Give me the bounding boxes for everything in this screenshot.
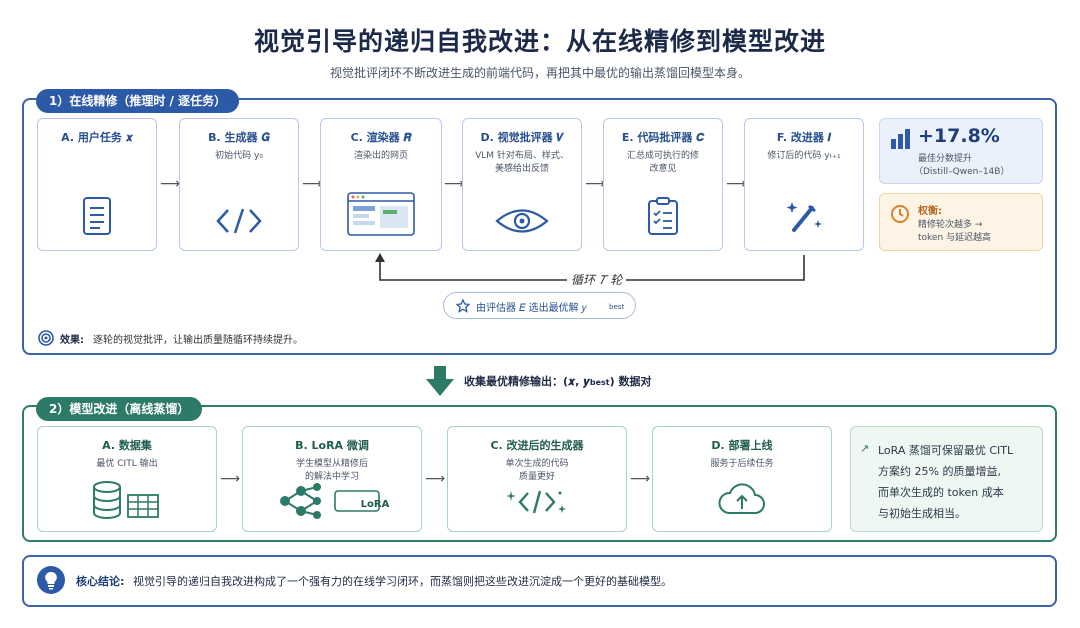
- card-renderer: C. 渲染器 𝑹 渲染出的网页: [320, 118, 442, 251]
- arrow-c-d: ⟶: [444, 176, 465, 192]
- lightbulb-icon: [37, 566, 65, 598]
- card-title: A. 数据集: [102, 439, 152, 452]
- best-sub: best: [609, 303, 625, 311]
- conclusion-section: [22, 555, 1057, 607]
- card-improved-generator: C. 改进后的生成器 单次生成的代码质量更好: [447, 426, 627, 532]
- clipboard-checklist-icon: [604, 196, 722, 236]
- bar-chart-icon: [890, 129, 912, 153]
- cloud-upload-icon: [653, 483, 831, 517]
- effect-text: 逐轮的视觉批评，让输出质量随循环持续提升。: [93, 335, 303, 346]
- target-icon: [38, 330, 54, 350]
- magic-wand-icon: [745, 196, 863, 236]
- note-line: LoRA 蒸馏可保留最优 CITL: [878, 444, 1014, 457]
- note-line: 方案约 25% 的质量增益,: [878, 465, 1001, 478]
- card-sub: 修订后的代码 yₜ₊₁: [767, 151, 841, 161]
- tradeoff-line2: token 与延迟越高: [918, 233, 992, 243]
- collect-text: 收集最优精修输出：(𝒙, 𝒚: [464, 375, 590, 388]
- card-code-critic: E. 代码批评器 𝑪 汇总成可执行的修改意见: [603, 118, 723, 251]
- card-sub: 单次生成的代码质量更好: [505, 459, 569, 482]
- metric-box: +17.8% 最佳分数提升 （Distill–Qwen–14B）: [879, 118, 1043, 184]
- clock-icon: [890, 204, 910, 228]
- card-sub: 汇总成可执行的修改意见: [626, 151, 699, 174]
- card-lora-finetune: B. LoRA 微调 学生模型从精修后的解法中学习 LoRA: [242, 426, 422, 532]
- star-icon: [455, 298, 471, 317]
- model-improvement-section: [22, 405, 1057, 542]
- code-icon: [180, 206, 298, 236]
- section1-label: 1）在线精修（推理时 / 逐任务）: [36, 89, 240, 113]
- arrow-2a-2b: ⟶: [220, 471, 241, 487]
- effect-title: 效果:: [60, 335, 84, 346]
- arrow-b-c: ⟶: [302, 176, 323, 192]
- note-line: 而单次生成的 token 成本: [878, 486, 1004, 499]
- card-sub: 最优 CITL 输出: [96, 459, 158, 469]
- note-line: 与初始生成相当。: [878, 507, 966, 520]
- card-title: F. 改进器 𝑰: [776, 131, 832, 144]
- webpage-icon: [321, 192, 441, 236]
- metric-value: +17.8%: [918, 125, 1000, 147]
- card-user-task: A. 用户任务 𝒙: [37, 118, 157, 251]
- collect-label: 收集最优精修输出：(𝒙, 𝒚best) 数据对: [464, 373, 651, 389]
- card-sub: 渲染出的网页: [353, 151, 408, 161]
- card-sub: 学生模型从精修后的解法中学习: [295, 459, 368, 482]
- card-title: D. 部署上线: [711, 439, 773, 452]
- card-improver: F. 改进器 𝑰 修订后的代码 yₜ₊₁: [744, 118, 864, 251]
- arrow-2b-2c: ⟶: [425, 471, 446, 487]
- card-title: B. 生成器 𝑮: [208, 131, 270, 144]
- metric-model: （Distill–Qwen–14B）: [914, 167, 1010, 177]
- card-sub: 初始代码 y₀: [215, 151, 263, 161]
- card-title: C. 渲染器 𝑹: [350, 131, 412, 144]
- card-title: E. 代码批评器 𝑪: [621, 131, 705, 144]
- note-text: LoRA 蒸馏可保留最优 CITL 方案约 25% 的质量增益, 而单次生成的 …: [878, 440, 1013, 524]
- card-sub: VLM 针对布局、样式、美感给出反馈: [475, 151, 569, 174]
- card-title: A. 用户任务 𝒙: [61, 131, 133, 144]
- card-deploy: D. 部署上线 服务于后续任务: [652, 426, 832, 532]
- conclusion-text: 视觉引导的递归自我改进构成了一个强有力的在线学习闭环，而蒸馏则把这些改进沉淀成一…: [133, 575, 672, 588]
- eye-icon: [463, 206, 581, 236]
- loop-label: 循环 𝑇 轮: [567, 271, 627, 288]
- page-title: 视觉引导的递归自我改进：从在线精修到模型改进: [253, 27, 826, 56]
- metric-label: 最佳分数提升: [918, 154, 973, 164]
- arrow-d-e: ⟶: [585, 176, 606, 192]
- card-sub: 服务于后续任务: [710, 459, 774, 469]
- network-lora-icon: [243, 483, 421, 519]
- trend-icon: ↗: [860, 442, 870, 455]
- section2-label: 2）模型改进（离线蒸馏）: [36, 397, 203, 421]
- card-dataset: A. 数据集 最优 CITL 输出: [37, 426, 217, 532]
- card-title: C. 改进后的生成器: [490, 439, 584, 452]
- card-title: D. 视觉批评器 𝑽: [480, 131, 564, 144]
- collect-tail: ) 数据对: [609, 375, 652, 388]
- best-selector-pill: 由评估器 𝐸 选出最优解 𝑦 best: [443, 292, 636, 319]
- page-subtitle: 视觉批评闭环不断改进生成的前端代码，再把其中最优的输出蒸馏回模型本身。: [329, 66, 750, 80]
- card-visual-critic: D. 视觉批评器 𝑽 VLM 针对布局、样式、美感给出反馈: [462, 118, 582, 251]
- lora-note-box: ↗ LoRA 蒸馏可保留最优 CITL 方案约 25% 的质量增益, 而单次生成…: [850, 426, 1043, 532]
- arrow-a-b: ⟶: [160, 176, 181, 192]
- arrow-e-f: ⟶: [726, 176, 747, 192]
- down-arrow-icon: [426, 366, 454, 400]
- tradeoff-line1: 精修轮次越多 →: [918, 220, 983, 230]
- best-label: 由评估器 𝐸 选出最优解 𝑦: [476, 303, 587, 314]
- document-icon: [38, 196, 156, 236]
- card-title: B. LoRA 微调: [295, 439, 369, 452]
- sparkle-code-icon: [448, 487, 626, 517]
- arrow-2c-2d: ⟶: [630, 471, 651, 487]
- tradeoff-title: 权衡:: [918, 206, 942, 217]
- online-refinement-section: [22, 98, 1057, 355]
- conclusion-title: 核心结论:: [76, 575, 125, 588]
- collect-sub: best: [589, 378, 610, 387]
- tradeoff-box: 权衡: 精修轮次越多 → token 与延迟越高: [879, 193, 1043, 251]
- card-generator: B. 生成器 𝑮 初始代码 y₀: [179, 118, 299, 251]
- database-table-icon: [38, 481, 216, 519]
- lora-badge: LoRA: [360, 499, 390, 510]
